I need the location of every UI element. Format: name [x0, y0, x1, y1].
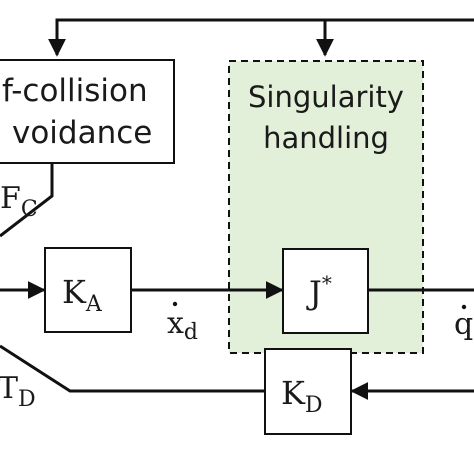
ka-block — [44, 247, 132, 333]
q-dot-label: q — [454, 307, 473, 342]
top-feedback-line — [48, 18, 474, 57]
singularity-label-line1: Singularity — [248, 80, 404, 114]
ka-label: KA — [62, 273, 103, 317]
singularity-label-line2: handling — [263, 121, 389, 155]
xd-dot-label: xd — [167, 306, 198, 345]
tau-c-label: FC — [0, 181, 38, 222]
tau-d-label: TD — [0, 371, 36, 412]
self-collision-label-line2: voidance — [12, 115, 152, 151]
bottom-feedback-line — [0, 344, 474, 400]
kd-label: KD — [281, 374, 323, 418]
self-collision-label-line1: f-collision — [2, 73, 148, 109]
xd-dot-mark — [172, 301, 178, 307]
kd-block — [264, 348, 352, 435]
jstar-block — [282, 248, 369, 334]
collision-output-line — [0, 163, 54, 238]
q-dot-mark — [461, 304, 467, 310]
self-collision-box — [0, 59, 175, 164]
jstar-label: J* — [306, 271, 332, 312]
